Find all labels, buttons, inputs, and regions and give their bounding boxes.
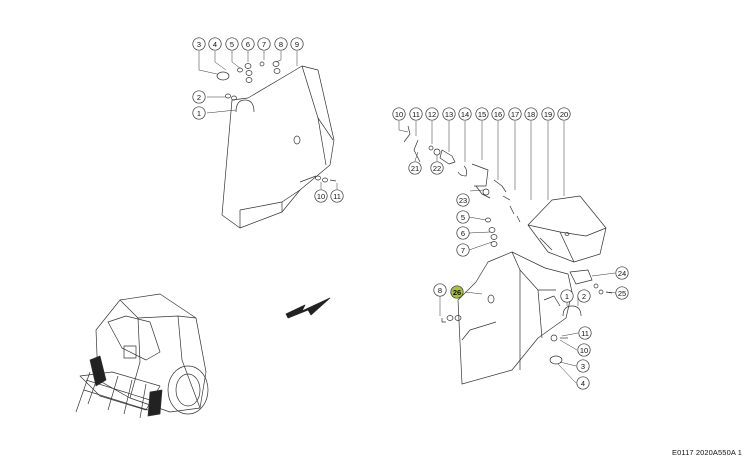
- callout-number: 1: [197, 109, 201, 118]
- callout-number: 11: [581, 329, 589, 338]
- callout-13: 13: [442, 107, 456, 121]
- callout-5: 5: [456, 210, 470, 224]
- callout-19: 19: [541, 107, 555, 121]
- callout-number: 10: [317, 192, 325, 201]
- callout-8: 8: [433, 283, 447, 297]
- callout-number: 26: [453, 288, 461, 297]
- callout-number: 10: [580, 346, 588, 355]
- document-code: E0117 2020A550A 1: [672, 448, 742, 457]
- callout-number: 20: [560, 110, 568, 119]
- callout-number: 7: [461, 246, 465, 255]
- callout-1: 1: [560, 289, 574, 303]
- callout-16: 16: [491, 107, 505, 121]
- callout-7: 7: [456, 243, 470, 257]
- callout-number: 25: [618, 289, 626, 298]
- callout-number: 24: [618, 269, 626, 278]
- callout-20: 20: [557, 107, 571, 121]
- callout-number: 6: [246, 40, 250, 49]
- callout-number: 6: [461, 229, 465, 238]
- callout-number: 22: [433, 164, 441, 173]
- callout-number: 3: [197, 40, 201, 49]
- callout-number: 11: [333, 192, 341, 201]
- callout-11: 11: [578, 326, 592, 340]
- callout-number: 2: [197, 93, 201, 102]
- callout-14: 14: [458, 107, 472, 121]
- callout-number: 16: [494, 110, 502, 119]
- callout-number: 3: [581, 362, 585, 371]
- callout-4: 4: [208, 37, 222, 51]
- upper-left-hardware: [216, 61, 337, 183]
- callout-number: 18: [527, 110, 535, 119]
- callout-number: 2: [582, 292, 586, 301]
- callout-2: 2: [577, 289, 591, 303]
- right-top-hardware: [403, 125, 521, 223]
- callout-number: 10: [395, 110, 403, 119]
- callout-number: 12: [428, 110, 436, 119]
- callout-number: 8: [279, 40, 283, 49]
- callout-11: 11: [409, 107, 423, 121]
- callout-6: 6: [456, 226, 470, 240]
- callout-15: 15: [475, 107, 489, 121]
- right-top-panel: [527, 195, 607, 263]
- callout-number: 23: [459, 196, 467, 205]
- upper-left-cover-panel: [221, 65, 335, 229]
- callout-number: 4: [213, 40, 217, 49]
- callout-number: 7: [262, 40, 266, 49]
- right-main-leader-lines: [439, 216, 617, 384]
- callout-9: 9: [290, 37, 304, 51]
- callout-12: 12: [425, 107, 439, 121]
- callout-number: 19: [544, 110, 552, 119]
- callout-number: 11: [412, 110, 420, 119]
- callout-22: 22: [430, 161, 444, 175]
- callout-1: 1: [192, 106, 206, 120]
- callout-17: 17: [508, 107, 522, 121]
- callout-number: 1: [565, 292, 569, 301]
- callout-6: 6: [241, 37, 255, 51]
- callout-11: 11: [330, 189, 344, 203]
- callout-5: 5: [225, 37, 239, 51]
- callout-number: 9: [295, 40, 299, 49]
- callout-25: 25: [615, 286, 629, 300]
- callout-number: 5: [230, 40, 234, 49]
- callout-number: 4: [581, 379, 585, 388]
- baler-overview-thumbnail: [75, 293, 209, 419]
- callout-number: 21: [411, 164, 419, 173]
- callout-number: 5: [461, 213, 465, 222]
- callout-26: 26: [450, 285, 464, 299]
- callout-number: 8: [438, 286, 442, 295]
- callout-10: 10: [314, 189, 328, 203]
- callout-10: 10: [392, 107, 406, 121]
- callout-18: 18: [524, 107, 538, 121]
- callout-number: 17: [511, 110, 519, 119]
- callout-3: 3: [576, 359, 590, 373]
- right-top-leader-lines: [398, 121, 565, 200]
- callout-24: 24: [615, 266, 629, 280]
- direction-arrow: [285, 297, 331, 319]
- callout-10: 10: [577, 343, 591, 357]
- callout-7: 7: [257, 37, 271, 51]
- callout-4: 4: [576, 376, 590, 390]
- callout-number: 15: [478, 110, 486, 119]
- callout-3: 3: [192, 37, 206, 51]
- callout-number: 14: [461, 110, 469, 119]
- callout-23: 23: [456, 193, 470, 207]
- callout-number: 13: [445, 110, 453, 119]
- callout-21: 21: [408, 161, 422, 175]
- callout-2: 2: [192, 90, 206, 104]
- callout-8: 8: [274, 37, 288, 51]
- upper-left-leader-lines: [198, 51, 338, 189]
